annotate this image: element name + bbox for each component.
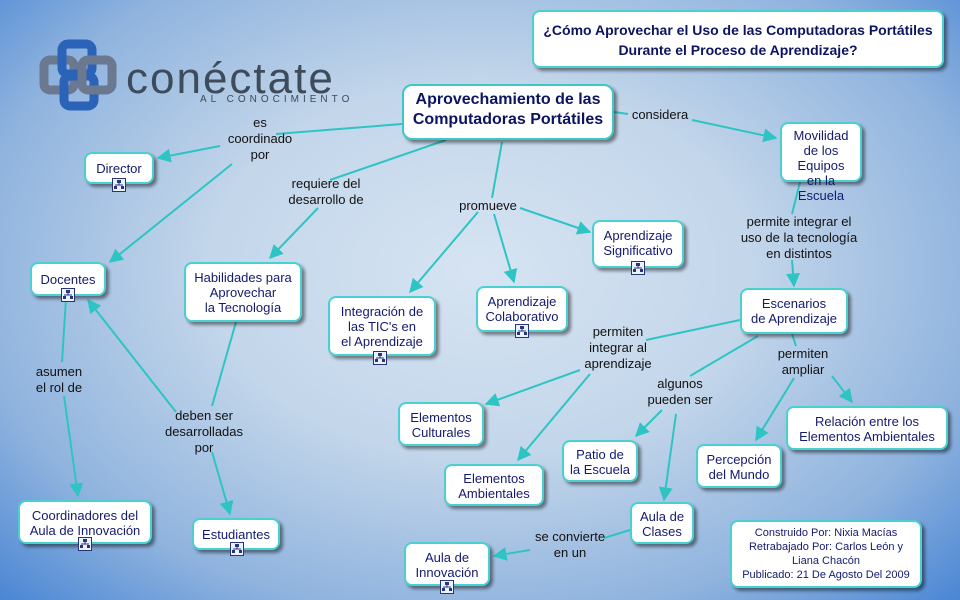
concept-movilidad[interactable]: Movilidad de los Equipos en la Escuela	[780, 122, 862, 203]
logo-tagline: AL CONOCIMIENTO	[200, 94, 354, 105]
concept-significativo[interactable]: Aprendizaje Significativo	[592, 220, 684, 268]
edge-escenarios-ampliar	[791, 333, 797, 347]
concept-integracion[interactable]: Integración de las TIC's en el Aprendiza…	[328, 296, 436, 356]
edge-algunos-aula	[658, 413, 677, 502]
concept-map-resource-icon[interactable]	[373, 351, 387, 365]
link-permiten-ampliar: permiten ampliar	[777, 346, 829, 377]
credits-box: Construido Por: Nixia Macías Retrabajado…	[730, 520, 922, 588]
concept-culturales[interactable]: Elementos Culturales	[398, 402, 484, 446]
concept-ambientales[interactable]: Elementos Ambientales	[444, 464, 544, 506]
edge-permite-escenarios	[786, 259, 801, 288]
concept-aprovechamiento[interactable]: Aprovechamiento de las Computadoras Port…	[402, 84, 614, 140]
edge-considera-movilidad	[691, 119, 778, 143]
edge-escenarios-permiten-integrar	[645, 319, 741, 341]
edge-deben-estudiantes	[211, 451, 234, 516]
edge-main-requiere	[329, 139, 447, 181]
link-considera: considera	[631, 107, 689, 122]
edge-algunos-patio	[635, 409, 663, 437]
concept-map-resource-icon[interactable]	[112, 178, 126, 192]
edge-docentes-asumen	[61, 297, 67, 363]
link-deben-ser: deben ser desarrolladas por	[164, 408, 244, 455]
concept-map-resource-icon[interactable]	[515, 324, 529, 338]
concept-map-resource-icon[interactable]	[78, 537, 92, 551]
concept-map-resource-icon[interactable]	[61, 288, 75, 302]
link-algunos-pueden: algunos pueden ser	[647, 376, 713, 407]
link-permite-integrar: permite integrar el uso de la tecnología…	[740, 214, 858, 261]
link-se-convierte: se convierte en un	[534, 529, 606, 560]
concept-aula-clases[interactable]: Aula de Clases	[630, 502, 694, 544]
edge-deben-docentes	[87, 298, 177, 413]
edge-aula-convierte	[603, 529, 631, 539]
concept-coordinadores[interactable]: Coordinadores del Aula de Innovación	[18, 500, 152, 544]
concept-percepcion[interactable]: Percepción del Mundo	[696, 444, 782, 488]
link-es-coordinado-por: es coordinado por	[227, 115, 293, 162]
edge-main-promueve	[491, 141, 503, 199]
edge-requiere-habilidades	[269, 207, 319, 260]
edge-asumen-coordinadores	[63, 395, 84, 498]
edge-permiten-culturales	[484, 369, 581, 407]
concept-habilidades[interactable]: Habilidades para Aprovechar la Tecnologí…	[184, 262, 302, 322]
edge-main-coordinado	[275, 123, 403, 135]
edge-coordinado-docentes	[108, 163, 233, 263]
concept-map-resource-icon[interactable]	[631, 261, 645, 275]
concept-docentes[interactable]: Docentes	[30, 262, 106, 296]
concept-map-resource-icon[interactable]	[230, 542, 244, 556]
edge-convierte-innovacion	[492, 547, 531, 561]
conectate-logo: conéctate AL CONOCIMIENTO	[38, 38, 368, 118]
edge-ampliar-relacion	[831, 375, 853, 404]
chain-link-logo-mark	[39, 39, 117, 111]
edge-escenarios-algunos	[689, 335, 759, 377]
map-title: ¿Cómo Aprovechar el Uso de las Computado…	[532, 10, 944, 68]
concept-relacion[interactable]: Relación entre los Elementos Ambientales	[786, 406, 948, 450]
link-permiten-integrar: permiten integrar al aprendizaje	[584, 324, 652, 371]
edge-promueve-integracion	[409, 211, 479, 294]
concept-colaborativo[interactable]: Aprendizaje Colaborativo	[476, 286, 568, 332]
edge-habilidades-deben	[211, 321, 237, 407]
link-requiere-desarrollo: requiere del desarrollo de	[288, 176, 364, 207]
edge-promueve-colaborativo	[493, 213, 518, 284]
concept-patio[interactable]: Patio de la Escuela	[562, 440, 638, 482]
edge-movilidad-permite	[791, 181, 801, 215]
concept-escenarios[interactable]: Escenarios de Aprendizaje	[740, 288, 848, 334]
edge-ampliar-percepcion	[755, 377, 795, 442]
logo-wordmark: conéctate	[126, 54, 335, 103]
edge-promueve-significativo	[519, 207, 592, 235]
edge-main-considera	[613, 111, 629, 115]
link-asumen-rol: asumen el rol de	[35, 364, 83, 395]
concept-map-resource-icon[interactable]	[440, 580, 454, 594]
link-promueve: promueve	[459, 198, 517, 213]
edge-coordinado-director	[156, 145, 221, 163]
edge-permiten-ambientales	[517, 373, 591, 462]
